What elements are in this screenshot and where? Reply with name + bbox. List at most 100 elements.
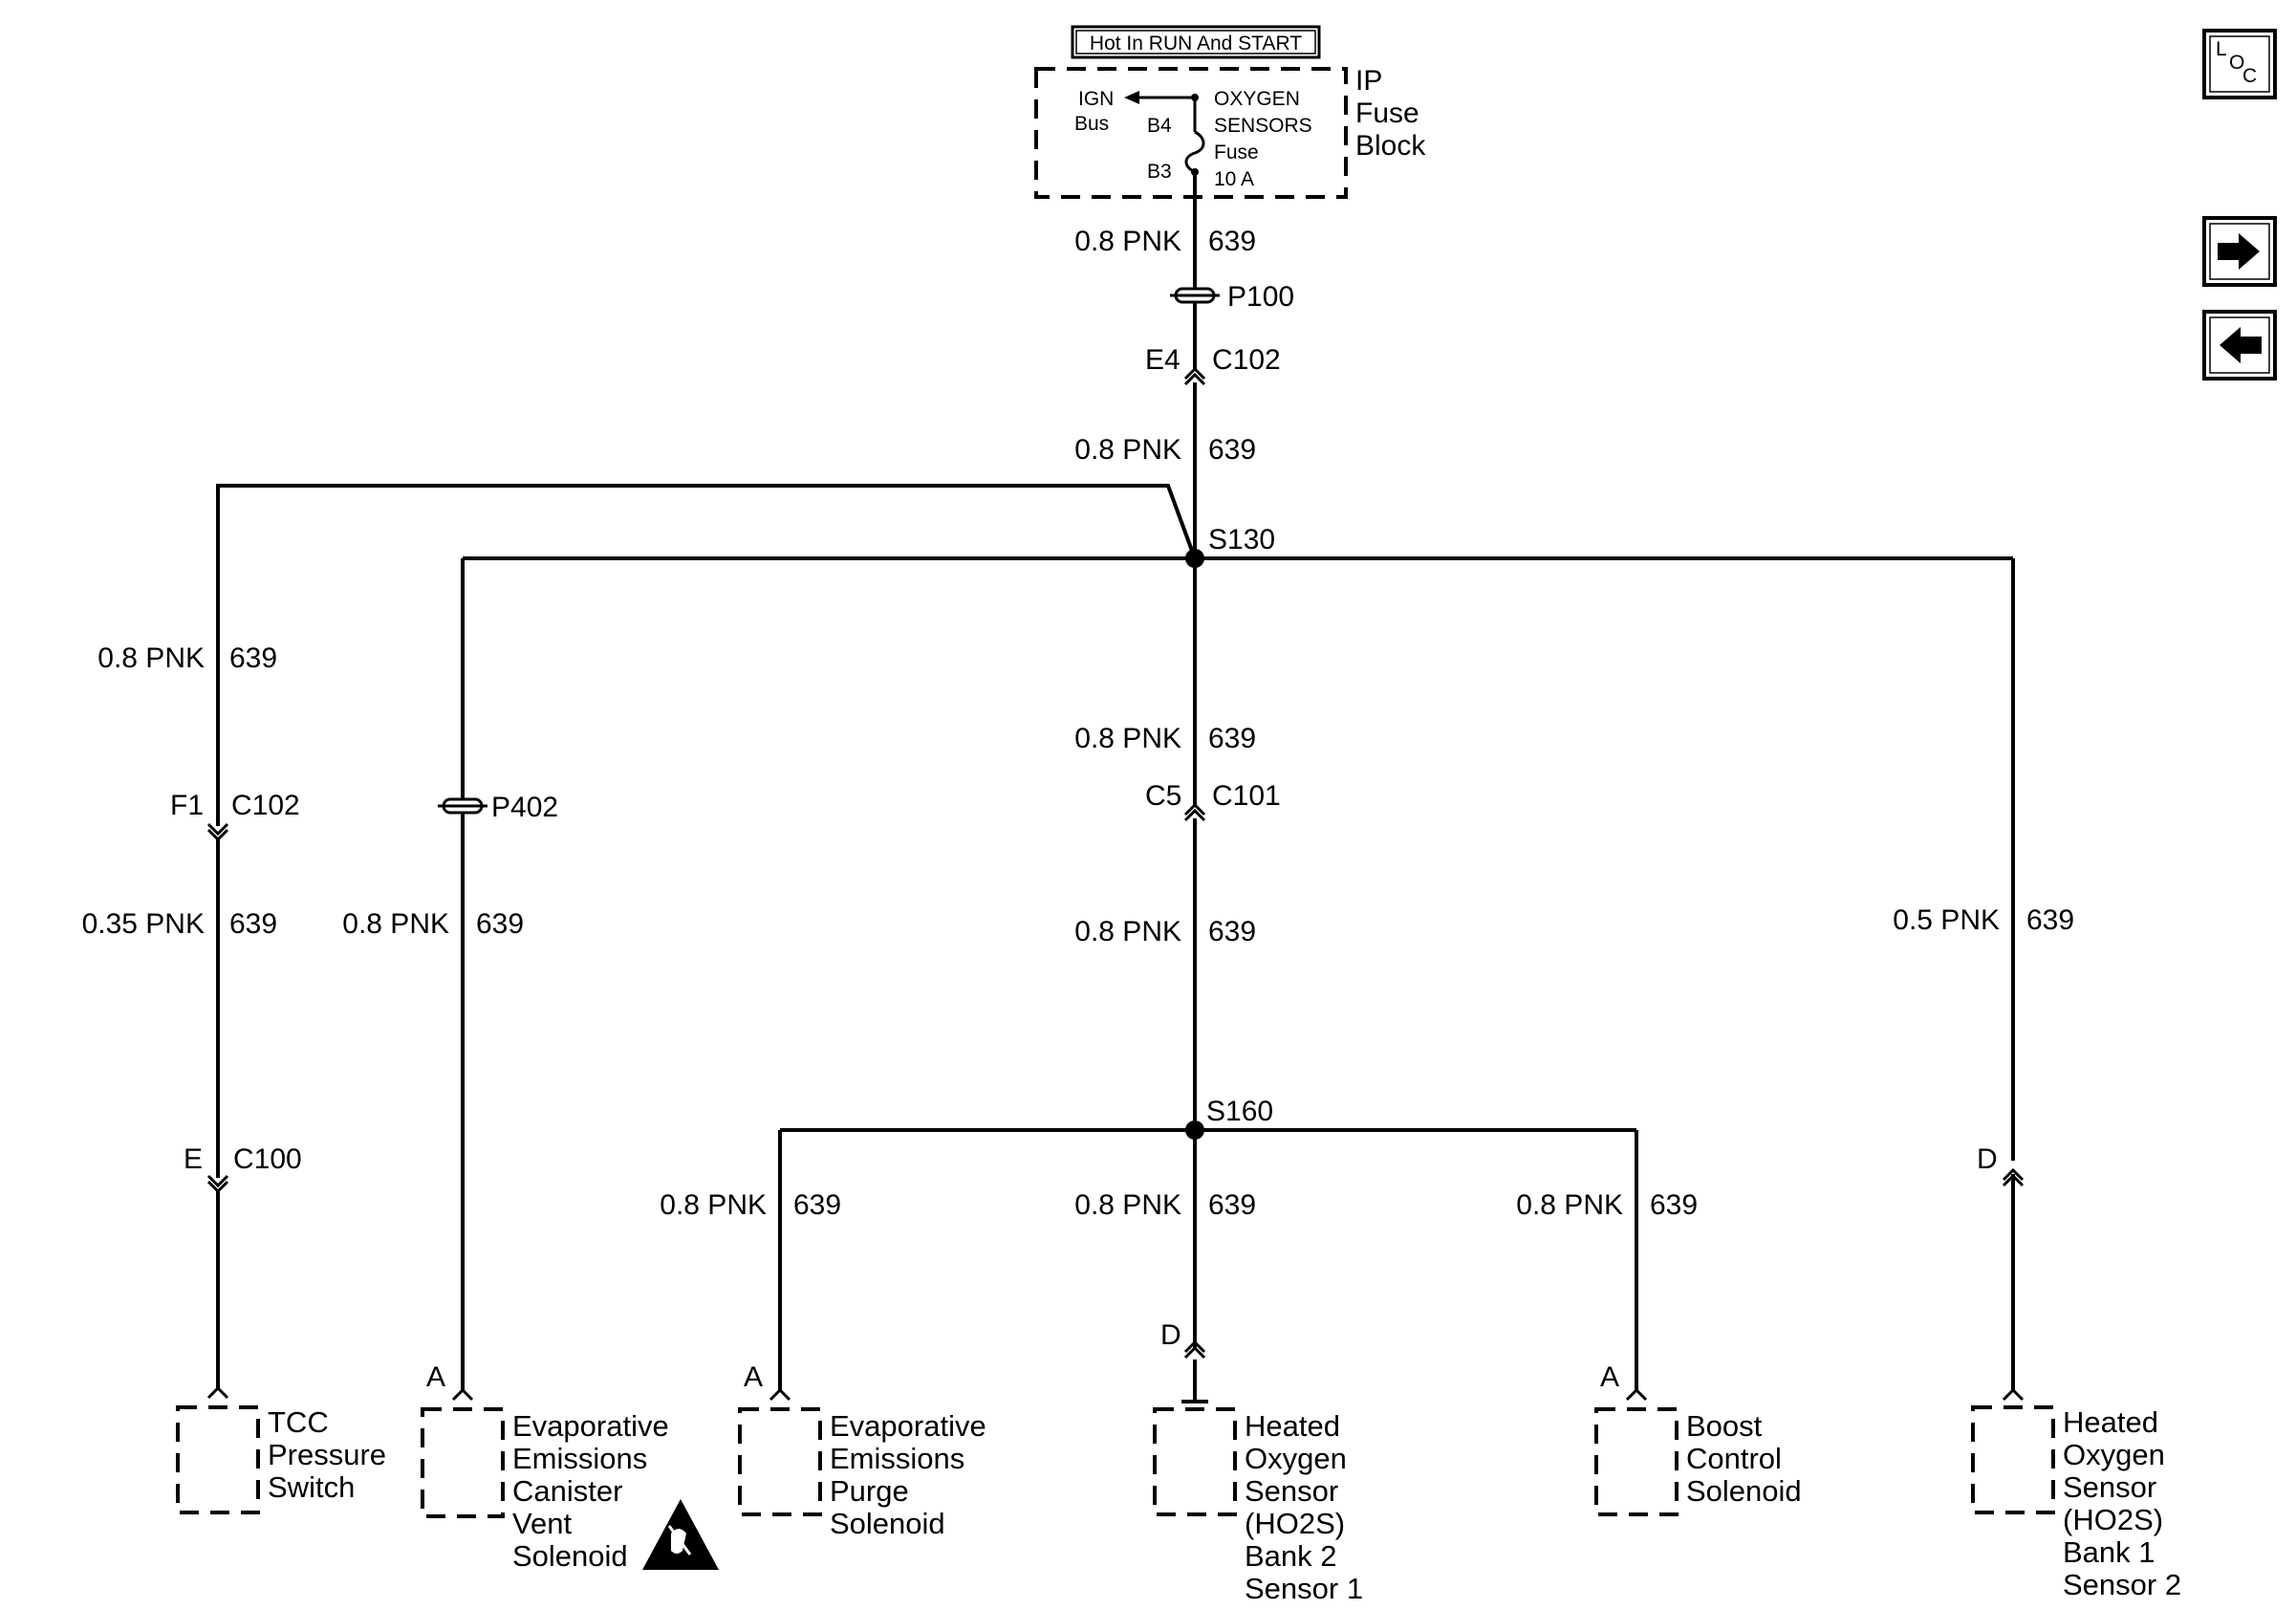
fuse-block-title-3: Block — [1355, 130, 1426, 162]
boost-line-3: Solenoid — [1686, 1474, 1802, 1508]
wire-center-2-circuit: 639 — [1208, 916, 1256, 947]
ign-label-2: Bus — [1074, 113, 1109, 135]
ho2s-b1-top-pin: D — [1977, 1143, 1998, 1175]
fuse-block-title-2: Fuse — [1355, 98, 1419, 129]
purge-line-1: Evaporative — [830, 1409, 986, 1443]
wire-top-2-gauge: 0.8 PNK — [1074, 434, 1181, 466]
next-page-button[interactable] — [2202, 216, 2277, 287]
wire-tcc-1-circuit: 639 — [229, 642, 277, 674]
vent-line-5: Solenoid — [512, 1539, 628, 1573]
splice-s160-label: S160 — [1206, 1096, 1273, 1127]
connector-c101-icon — [1183, 802, 1206, 822]
fuse-icon — [1184, 98, 1205, 176]
ign-arrow-icon — [1124, 91, 1139, 104]
ho2s-b2-line-5: Bank 2 — [1245, 1539, 1337, 1573]
purge-line-4: Solenoid — [830, 1507, 945, 1540]
connector-c102-left-icon — [206, 822, 229, 842]
right-arrow-icon — [2218, 233, 2260, 270]
loc-button[interactable]: L O C — [2202, 29, 2277, 99]
fuse-block-title-1: IP — [1355, 65, 1382, 97]
tcc-line-1: TCC — [268, 1405, 329, 1439]
wire-purge-gauge: 0.8 PNK — [660, 1189, 767, 1221]
wire-tcc-2-gauge: 0.35 PNK — [82, 908, 205, 940]
ho2s-b1-line-6: Sensor 2 — [2063, 1568, 2181, 1601]
fuse-block: Hot In RUN And START IP Fuse Block IGN B… — [1034, 25, 1426, 199]
loc-letter-c: C — [2242, 65, 2257, 87]
wire-tcc-1-gauge: 0.8 PNK — [97, 642, 205, 674]
passthrough-p402-label: P402 — [491, 792, 558, 823]
component-tcc-pressure-switch: TCC Pressure Switch — [176, 1385, 386, 1514]
wire-ho2s-b2-gauge: 0.8 PNK — [1074, 1189, 1181, 1221]
purge-pin: A — [744, 1361, 763, 1393]
component-ho2s-bank2-sensor1: D Heated Oxygen Sensor (HO2S) Bank 2 Sen… — [1153, 1319, 1363, 1605]
tcc-line-2: Pressure — [268, 1438, 386, 1471]
wire-boost-gauge: 0.8 PNK — [1516, 1189, 1623, 1221]
component-canister-vent-solenoid: A Evaporative Emissions Canister Vent So… — [421, 1361, 719, 1573]
wire-center-2-gauge: 0.8 PNK — [1074, 916, 1181, 947]
previous-page-button[interactable] — [2202, 310, 2277, 381]
splice-s160-dot — [1185, 1120, 1204, 1140]
ho2s-b2-line-4: (HO2S) — [1245, 1507, 1345, 1540]
wire-ho2s-b2-circuit: 639 — [1208, 1189, 1256, 1221]
fuse-name-4: 10 A — [1214, 168, 1254, 190]
wire-center-1-gauge: 0.8 PNK — [1074, 723, 1181, 754]
ign-label-1: IGN — [1078, 88, 1114, 110]
wire-ho2s-b1-gauge: 0.5 PNK — [1893, 904, 2000, 936]
c102-top-name: C102 — [1212, 344, 1281, 376]
wire-lines — [216, 172, 2015, 1390]
ho2s-b2-line-6: Sensor 1 — [1245, 1572, 1363, 1605]
passthrough-p100-icon — [1170, 287, 1220, 304]
ho2s-b1-line-2: Oxygen — [2063, 1438, 2165, 1471]
boost-line-2: Control — [1686, 1442, 1782, 1475]
ho2s-b1-line-4: (HO2S) — [2063, 1503, 2163, 1536]
vent-line-4: Vent — [512, 1507, 572, 1540]
purge-line-2: Emissions — [830, 1442, 964, 1475]
fuse-name-2: SENSORS — [1214, 115, 1312, 137]
wire-vent-circuit: 639 — [476, 908, 524, 940]
loc-letter-o: O — [2229, 52, 2244, 74]
component-ho2s-bank1-sensor2: Heated Oxygen Sensor (HO2S) Bank 1 Senso… — [1971, 1387, 2181, 1601]
hot-label: Hot In RUN And START — [1090, 33, 1302, 54]
wire-center-1-circuit: 639 — [1208, 723, 1256, 754]
hot-label-box — [1071, 25, 1321, 59]
boost-line-1: Boost — [1686, 1409, 1763, 1443]
fuse-name-3: Fuse — [1214, 141, 1259, 163]
boost-pin: A — [1600, 1361, 1619, 1393]
fuse-pin-top: B4 — [1147, 115, 1172, 137]
wire-ho2s-b1-circuit: 639 — [2026, 904, 2074, 936]
ho2s-b2-line-1: Heated — [1245, 1409, 1340, 1443]
ho2s-b1-line-3: Sensor — [2063, 1470, 2156, 1504]
fuse-name-1: OXYGEN — [1214, 88, 1300, 110]
connector-c102-top-icon — [1183, 366, 1206, 386]
c102-top-pin: E4 — [1145, 344, 1180, 376]
c102-left-pin: F1 — [170, 790, 204, 821]
component-boost-control-solenoid: A Boost Control Solenoid — [1594, 1361, 1802, 1516]
left-arrow-icon — [2220, 327, 2262, 363]
splice-s130-dot — [1185, 549, 1204, 568]
fuse-pin-bottom: B3 — [1147, 161, 1172, 183]
ho2s-b2-pin: D — [1160, 1319, 1181, 1351]
tcc-line-3: Switch — [268, 1470, 355, 1504]
wire-top-1-gauge: 0.8 PNK — [1074, 226, 1181, 257]
esd-warning-icon — [642, 1499, 719, 1570]
c101-name: C101 — [1212, 780, 1281, 812]
c101-pin: C5 — [1145, 780, 1181, 812]
ho2s-b2-line-3: Sensor — [1245, 1474, 1338, 1508]
splice-s130-label: S130 — [1208, 524, 1275, 555]
purge-line-3: Purge — [830, 1474, 909, 1508]
c102-left-name: C102 — [231, 790, 300, 821]
vent-line-2: Emissions — [512, 1442, 647, 1475]
loc-letter-l: L — [2216, 38, 2227, 60]
connector-c100-icon — [206, 1174, 229, 1194]
wire-tcc-2-circuit: 639 — [229, 908, 277, 940]
c100-name: C100 — [233, 1143, 302, 1175]
ho2s-b1-line-1: Heated — [2063, 1405, 2158, 1439]
connector-ho2s-b1-top-icon — [2002, 1167, 2025, 1187]
vent-line-3: Canister — [512, 1474, 622, 1508]
ho2s-b2-line-2: Oxygen — [1245, 1442, 1347, 1475]
passthrough-p402-icon — [438, 797, 487, 815]
passthrough-p100-label: P100 — [1227, 281, 1294, 313]
wire-purge-circuit: 639 — [793, 1189, 841, 1221]
c100-pin: E — [184, 1143, 203, 1175]
